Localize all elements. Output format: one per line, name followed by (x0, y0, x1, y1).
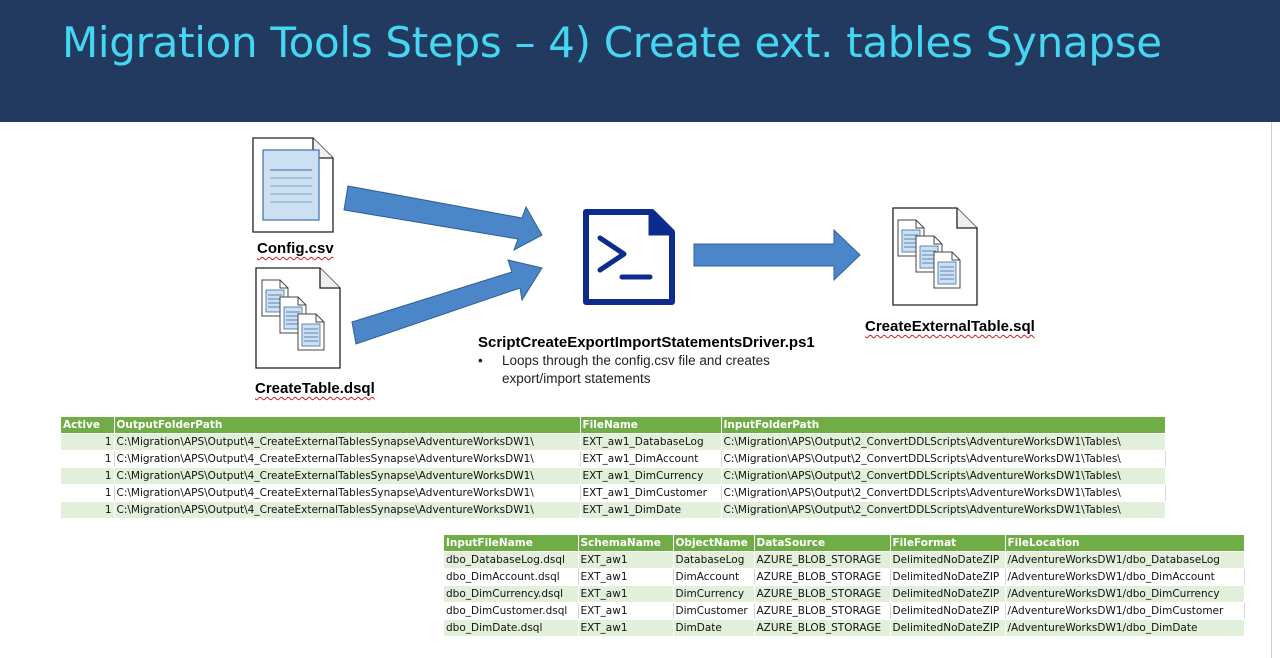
table-header-row: InputFileName SchemaName ObjectName Data… (444, 535, 1245, 552)
table-cell: DimDate (673, 619, 755, 637)
table-cell: DelimitedNoDateZIP (890, 619, 1006, 637)
table-cell: /AdventureWorksDW1/dbo_DimCustomer (1005, 602, 1245, 620)
table-cell: EXT_aw1_DimDate (580, 501, 722, 519)
table-cell: EXT_aw1 (578, 551, 674, 569)
column-header: FileFormat (890, 535, 1006, 552)
table-cell: AZURE_BLOB_STORAGE (754, 602, 891, 620)
table-cell: DelimitedNoDateZIP (890, 602, 1006, 620)
table-cell: DelimitedNoDateZIP (890, 551, 1006, 569)
table-cell: C:\Migration\APS\Output\4_CreateExternal… (114, 450, 581, 468)
config-file-icon (252, 137, 334, 233)
table-cell: DimAccount (673, 568, 755, 586)
table-cell: AZURE_BLOB_STORAGE (754, 551, 891, 569)
table-cell: dbo_DimDate.dsql (444, 619, 579, 637)
table-cell: C:\Migration\APS\Output\2_ConvertDDLScri… (721, 501, 1166, 519)
table-cell: /AdventureWorksDW1/dbo_DimDate (1005, 619, 1245, 637)
table-row: dbo_DimAccount.dsql EXT_aw1 DimAccount A… (444, 568, 1245, 586)
table-cell: /AdventureWorksDW1/dbo_DatabaseLog (1005, 551, 1245, 569)
table-cell: EXT_aw1 (578, 602, 674, 620)
table-cell: DelimitedNoDateZIP (890, 568, 1006, 586)
table-cell: EXT_aw1_DatabaseLog (580, 433, 722, 451)
powershell-file-icon (583, 209, 675, 305)
table-cell: dbo_DimCustomer.dsql (444, 602, 579, 620)
table-row: 1 C:\Migration\APS\Output\4_CreateExtern… (61, 433, 1166, 451)
column-header: FileLocation (1005, 535, 1245, 552)
arrow-config-to-script (343, 185, 543, 252)
table-cell: AZURE_BLOB_STORAGE (754, 568, 891, 586)
table-cell: dbo_DimAccount.dsql (444, 568, 579, 586)
column-header: ObjectName (673, 535, 755, 552)
table-cell: 1 (61, 450, 115, 468)
table-cell: EXT_aw1_DimCustomer (580, 484, 722, 502)
table-header-row: Active OutputFolderPath FileName InputFo… (61, 417, 1166, 434)
table-cell: /AdventureWorksDW1/dbo_DimCurrency (1005, 585, 1245, 603)
table-row: 1 C:\Migration\APS\Output\4_CreateExtern… (61, 450, 1166, 468)
column-header: OutputFolderPath (114, 417, 581, 434)
column-header: InputFolderPath (721, 417, 1166, 434)
table-cell: dbo_DatabaseLog.dsql (444, 551, 579, 569)
bullet-text: Loops through the config.csv file and cr… (502, 353, 770, 386)
table-cell: DimCurrency (673, 585, 755, 603)
table-cell: C:\Migration\APS\Output\2_ConvertDDLScri… (721, 433, 1166, 451)
table-cell: C:\Migration\APS\Output\4_CreateExternal… (114, 467, 581, 485)
table-row: dbo_DimDate.dsql EXT_aw1 DimDate AZURE_B… (444, 619, 1245, 637)
table-cell: EXT_aw1 (578, 585, 674, 603)
table-cell: EXT_aw1_DimCurrency (580, 467, 722, 485)
table-cell: /AdventureWorksDW1/dbo_DimAccount (1005, 568, 1245, 586)
table-cell: C:\Migration\APS\Output\4_CreateExternal… (114, 433, 581, 451)
bullet-marker: • (478, 353, 483, 368)
createtable-files-icon (255, 267, 341, 369)
column-header: InputFileName (444, 535, 579, 552)
table-cell: DatabaseLog (673, 551, 755, 569)
script-description: • Loops through the config.csv file and … (478, 352, 822, 388)
column-header: Active (61, 417, 115, 434)
table-row: dbo_DimCustomer.dsql EXT_aw1 DimCustomer… (444, 602, 1245, 620)
table-cell: EXT_aw1_DimAccount (580, 450, 722, 468)
table-row: 1 C:\Migration\APS\Output\4_CreateExtern… (61, 484, 1166, 502)
config-table: Active OutputFolderPath FileName InputFo… (61, 417, 1166, 519)
createtable-label: CreateTable.dsql (255, 380, 375, 397)
arrow-script-to-output (693, 228, 861, 282)
table-row: dbo_DatabaseLog.dsql EXT_aw1 DatabaseLog… (444, 551, 1245, 569)
table-cell: C:\Migration\APS\Output\2_ConvertDDLScri… (721, 467, 1166, 485)
table-cell: C:\Migration\APS\Output\2_ConvertDDLScri… (721, 484, 1166, 502)
table-cell: 1 (61, 501, 115, 519)
table-cell: DimCustomer (673, 602, 755, 620)
column-header: SchemaName (578, 535, 674, 552)
output-label: CreateExternalTable.sql (865, 318, 1035, 335)
table-cell: AZURE_BLOB_STORAGE (754, 585, 891, 603)
table-row: dbo_DimCurrency.dsql EXT_aw1 DimCurrency… (444, 585, 1245, 603)
output-files-icon (892, 207, 978, 306)
column-header: DataSource (754, 535, 891, 552)
divider (1271, 122, 1272, 658)
title-banner: Migration Tools Steps – 4) Create ext. t… (0, 0, 1280, 122)
table-cell: 1 (61, 467, 115, 485)
table-cell: EXT_aw1 (578, 619, 674, 637)
table-cell: dbo_DimCurrency.dsql (444, 585, 579, 603)
table-cell: 1 (61, 433, 115, 451)
slide-title: Migration Tools Steps – 4) Create ext. t… (62, 18, 1162, 67)
script-label: ScriptCreateExportImportStatementsDriver… (478, 334, 815, 351)
table-cell: C:\Migration\APS\Output\2_ConvertDDLScri… (721, 450, 1166, 468)
table-row: 1 C:\Migration\APS\Output\4_CreateExtern… (61, 501, 1166, 519)
table-cell: 1 (61, 484, 115, 502)
arrow-createtable-to-script (351, 259, 543, 345)
table-cell: EXT_aw1 (578, 568, 674, 586)
table-cell: C:\Migration\APS\Output\4_CreateExternal… (114, 501, 581, 519)
config-label: Config.csv (257, 240, 334, 257)
table-row: 1 C:\Migration\APS\Output\4_CreateExtern… (61, 467, 1166, 485)
table-cell: C:\Migration\APS\Output\4_CreateExternal… (114, 484, 581, 502)
column-header: FileName (580, 417, 722, 434)
table-cell: DelimitedNoDateZIP (890, 585, 1006, 603)
file-mapping-table: InputFileName SchemaName ObjectName Data… (444, 535, 1245, 637)
table-cell: AZURE_BLOB_STORAGE (754, 619, 891, 637)
